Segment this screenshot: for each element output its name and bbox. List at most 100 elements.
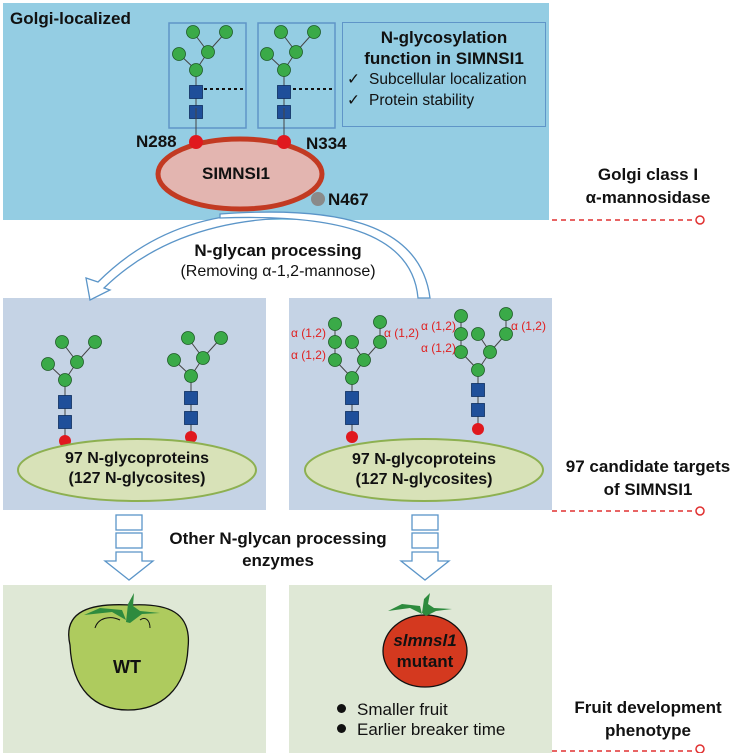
function-item: ✓Subcellular localization bbox=[347, 71, 527, 88]
check-icon: ✓ bbox=[347, 92, 360, 109]
processing-caption: N-glycan processing (Removing α-1,2-mann… bbox=[148, 240, 408, 282]
glycosite-icon bbox=[472, 423, 484, 435]
wt-glycoprotein-text: 97 N-glycoproteins (127 N-glycosites) bbox=[64, 450, 210, 487]
mannose-icon bbox=[328, 335, 342, 349]
mannose-icon bbox=[454, 327, 468, 341]
glcnac-icon bbox=[471, 403, 485, 417]
mannose-icon bbox=[260, 47, 274, 61]
linkage-label: α (1,2) bbox=[384, 326, 419, 340]
mannose-icon bbox=[471, 327, 485, 341]
linkage-label: α (1,2) bbox=[421, 341, 456, 355]
glcnac-icon bbox=[184, 411, 198, 425]
mannose-icon bbox=[181, 331, 195, 345]
site-label-n467: N467 bbox=[328, 190, 369, 209]
glcnac-icon bbox=[345, 411, 359, 425]
mannose-icon bbox=[196, 351, 210, 365]
site-label-n288: N288 bbox=[136, 132, 177, 151]
wt-tomato-icon bbox=[68, 593, 190, 711]
glcnac-icon bbox=[471, 383, 485, 397]
mannose-icon bbox=[357, 353, 371, 367]
mannose-icon bbox=[201, 45, 215, 59]
bullet-icon bbox=[337, 704, 346, 714]
side-divider-dot-3 bbox=[695, 744, 705, 753]
bullet-icon bbox=[337, 724, 346, 734]
mannose-icon bbox=[471, 363, 485, 377]
golgi-title: Golgi-localized bbox=[10, 9, 131, 28]
side-label-targets: 97 candidate targets of SIMNSI1 bbox=[565, 457, 731, 499]
glycosite-n288 bbox=[189, 135, 203, 149]
linkage-label: α (1,2) bbox=[421, 319, 456, 333]
processing-arrow-right bbox=[219, 211, 431, 299]
down-arrow-right bbox=[399, 514, 451, 581]
mannose-icon bbox=[172, 47, 186, 61]
mannose-icon bbox=[184, 369, 198, 383]
wt-label: WT bbox=[113, 657, 141, 677]
glycoprotein-ellipse-mutant bbox=[304, 438, 544, 502]
linkage-labels: α (1,2) α (1,2) α (1,2) α (1,2) α (1,2) … bbox=[291, 319, 546, 362]
side-label-enzyme: Golgi class I α-mannosidase bbox=[585, 165, 711, 207]
function-title-line2: function in SIMNSI1 bbox=[364, 49, 524, 68]
mannose-icon bbox=[454, 309, 468, 323]
side-divider-dot-2 bbox=[695, 506, 705, 516]
mannose-icon bbox=[373, 335, 387, 349]
glycoprotein-ellipse-wt bbox=[17, 438, 257, 502]
mannose-icon bbox=[373, 315, 387, 329]
mannose-icon bbox=[55, 335, 69, 349]
mannose-icon bbox=[189, 63, 203, 77]
linkage-label: α (1,2) bbox=[511, 319, 546, 333]
side-label-phenotype: Fruit development phenotype bbox=[574, 698, 722, 740]
mannose-icon bbox=[167, 353, 181, 367]
mannose-icon bbox=[186, 25, 200, 39]
glcnac-icon bbox=[58, 415, 72, 429]
mannose-icon bbox=[328, 317, 342, 331]
bullet-item: Earlier breaker time bbox=[337, 720, 505, 740]
side-divider-dot-1 bbox=[695, 215, 705, 225]
mannose-icon bbox=[58, 373, 72, 387]
mannose-icon bbox=[345, 371, 359, 385]
glcnac-icon bbox=[277, 85, 291, 99]
mannose-icon bbox=[289, 45, 303, 59]
mannose-icon bbox=[483, 345, 497, 359]
mannose-icon bbox=[88, 335, 102, 349]
mannose-icon bbox=[41, 357, 55, 371]
site-n467 bbox=[311, 192, 325, 206]
function-box: N-glycosylation function in SIMNSI1 ✓Sub… bbox=[342, 22, 546, 127]
processing-subtitle: (Removing α-1,2-mannose) bbox=[180, 263, 376, 280]
mannose-icon bbox=[70, 355, 84, 369]
mutant-glycoprotein-text: 97 N-glycoproteins (127 N-glycosites) bbox=[351, 451, 497, 488]
glcnac-icon bbox=[58, 395, 72, 409]
processing-arrow-left bbox=[85, 212, 291, 301]
linkage-label: α (1,2) bbox=[291, 326, 326, 340]
enzyme-ellipse bbox=[155, 136, 325, 212]
down-arrow-left bbox=[103, 514, 155, 581]
glycan-structures bbox=[41, 25, 513, 447]
other-enzymes-caption: Other N-glycan processing enzymes bbox=[169, 529, 387, 570]
glycan-box-n334 bbox=[257, 22, 336, 129]
linkage-label: α (1,2) bbox=[291, 348, 326, 362]
mannose-icon bbox=[307, 25, 321, 39]
bullet-item: Smaller fruit bbox=[337, 700, 505, 720]
glycosite-icon bbox=[346, 431, 358, 443]
mannose-icon bbox=[345, 335, 359, 349]
check-icon: ✓ bbox=[347, 71, 360, 88]
mannose-icon bbox=[499, 327, 513, 341]
glcnac-icon bbox=[345, 391, 359, 405]
processing-title: N-glycan processing bbox=[194, 241, 362, 260]
glcnac-icon bbox=[189, 85, 203, 99]
site-label-n334: N334 bbox=[306, 134, 347, 153]
glycosite-n334 bbox=[277, 135, 291, 149]
mannose-icon bbox=[328, 353, 342, 367]
glycan-box-n288 bbox=[168, 22, 247, 129]
mannose-icon bbox=[219, 25, 233, 39]
function-title-line1: N-glycosylation bbox=[380, 28, 508, 47]
function-item: ✓Protein stability bbox=[347, 92, 475, 109]
mutant-tomato-icon bbox=[382, 593, 468, 688]
mannose-icon bbox=[454, 345, 468, 359]
mutant-label: slmnsl1 mutant bbox=[393, 631, 457, 671]
mannose-icon bbox=[214, 331, 228, 345]
mannose-icon bbox=[274, 25, 288, 39]
mannose-icon bbox=[277, 63, 291, 77]
glcnac-icon bbox=[184, 391, 198, 405]
enzyme-label: SIMNSI1 bbox=[202, 164, 271, 183]
